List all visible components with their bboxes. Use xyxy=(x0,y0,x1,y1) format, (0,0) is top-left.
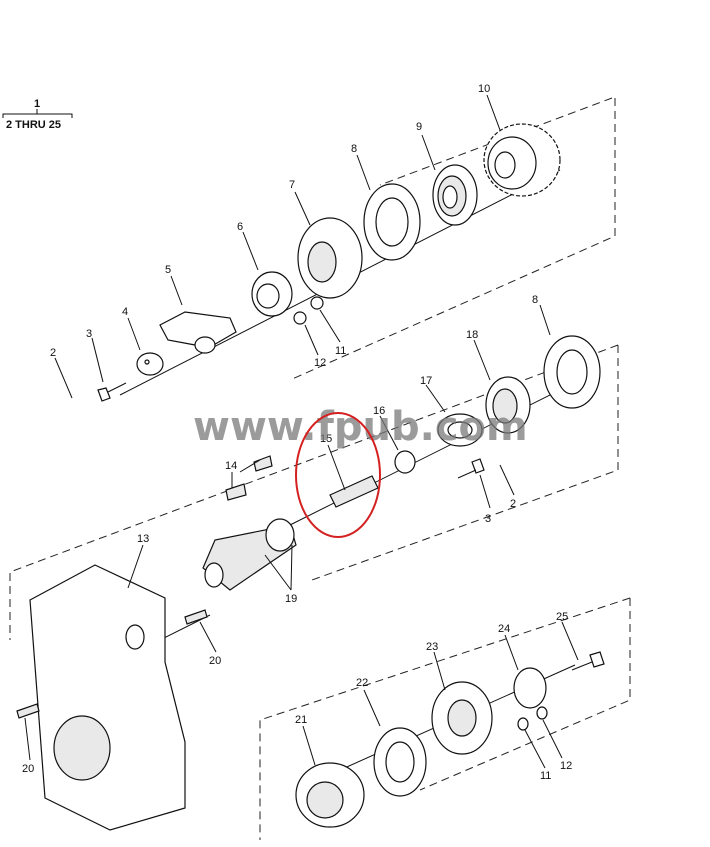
callout-5: 5 xyxy=(165,264,171,276)
part-20-studs xyxy=(16,609,208,719)
leader-lines xyxy=(24,94,579,769)
part-4-washer xyxy=(136,352,164,376)
reference-bracket xyxy=(2,109,73,118)
callout-12-lower: 12 xyxy=(560,760,572,772)
callout-21: 21 xyxy=(295,714,307,726)
part-23-flange xyxy=(431,681,493,755)
part-11-12-nut-washer-lower xyxy=(517,706,548,731)
part-10-gear xyxy=(483,123,561,197)
callout-10: 10 xyxy=(478,83,490,95)
callout-12-upper: 12 xyxy=(314,357,326,369)
callout-8-upper: 8 xyxy=(351,143,357,155)
reference-main-label: 1 xyxy=(34,98,40,110)
part-11-12-nut-washer-upper xyxy=(293,296,324,325)
part-24-coupling xyxy=(513,667,547,709)
part-5-universal-joint xyxy=(159,311,237,354)
part-16-washer xyxy=(394,450,416,474)
callout-13: 13 xyxy=(137,533,149,545)
callout-labels: 10 9 8 7 6 5 4 3 2 12 11 8 18 17 16 15 1… xyxy=(22,83,572,782)
part-13-case xyxy=(29,564,186,831)
highlight-circle xyxy=(295,412,381,538)
part-9-bearing xyxy=(432,164,478,226)
callout-15: 15 xyxy=(320,433,332,445)
callout-18: 18 xyxy=(466,329,478,341)
part-8-gasket-lower xyxy=(543,335,601,409)
upper-assembly-boundary xyxy=(289,98,616,381)
callout-4: 4 xyxy=(122,306,128,318)
part-22-gasket xyxy=(373,727,427,797)
part-3-bolt-lower xyxy=(457,458,485,479)
part-7-housing xyxy=(297,217,363,299)
callout-24: 24 xyxy=(498,623,510,635)
callout-17: 17 xyxy=(420,375,432,387)
part-8-gasket-upper xyxy=(363,183,421,261)
part-25-bolt xyxy=(571,651,605,671)
callout-6: 6 xyxy=(237,221,243,233)
callout-14: 14 xyxy=(225,460,237,472)
watermark-text: www.fpub.com xyxy=(193,404,528,450)
callout-20-left: 20 xyxy=(22,763,34,775)
reference-header: 1 2 THRU 25 xyxy=(2,98,73,131)
callout-20-right: 20 xyxy=(209,655,221,667)
lower-assembly-boundary xyxy=(419,598,631,791)
part-15-pin xyxy=(329,475,379,508)
callout-25: 25 xyxy=(556,611,568,623)
callout-2-upper: 2 xyxy=(50,347,56,359)
callout-2-lower: 2 xyxy=(510,498,516,510)
part-19-shaft-assembly xyxy=(202,518,297,591)
part-6-seal xyxy=(251,271,293,317)
callout-8-lower: 8 xyxy=(532,294,538,306)
part-14-keys xyxy=(225,455,273,501)
callout-11-lower: 11 xyxy=(540,770,551,782)
callout-22: 22 xyxy=(356,677,368,689)
callout-3-lower: 3 xyxy=(485,513,491,525)
part-17-spacer xyxy=(437,413,483,447)
callout-16: 16 xyxy=(373,405,385,417)
callout-19: 19 xyxy=(285,593,297,605)
middle-assembly-boundary xyxy=(311,345,619,581)
callout-9: 9 xyxy=(416,121,422,133)
part-18-bearing xyxy=(485,376,531,434)
callout-11-upper: 11 xyxy=(335,345,346,357)
reference-range-label: 2 THRU 25 xyxy=(6,119,61,131)
part-3-bolt-upper xyxy=(97,382,127,402)
callout-3-upper: 3 xyxy=(86,328,92,340)
part-21-retainer xyxy=(295,762,365,828)
callout-23: 23 xyxy=(426,641,438,653)
callout-7: 7 xyxy=(289,179,295,191)
